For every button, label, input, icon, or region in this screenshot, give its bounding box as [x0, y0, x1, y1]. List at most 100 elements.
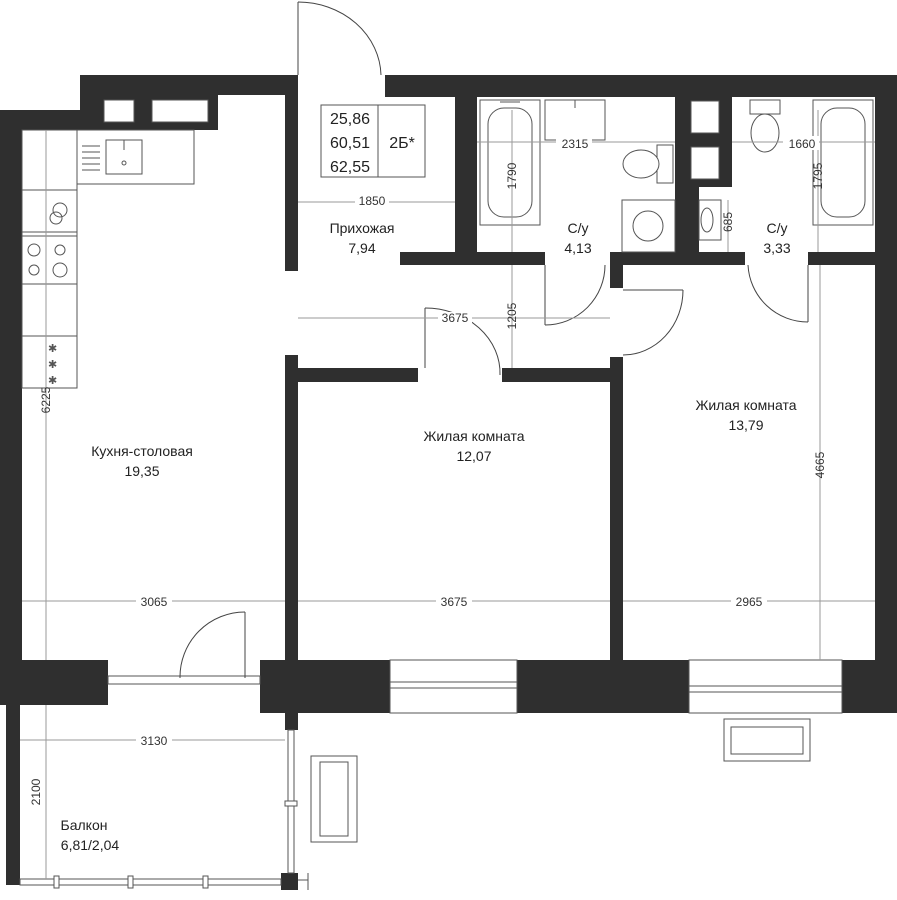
bathtub-2-inner	[820, 107, 866, 218]
summary-area-2: 60,51	[330, 135, 370, 152]
shaft-bath-b-inner	[690, 146, 720, 180]
dim-corridor-length: 3675	[442, 311, 469, 325]
vent-shaft-2-inner	[151, 99, 209, 123]
bathtub-1-icon	[479, 99, 541, 226]
wall-left	[0, 110, 22, 665]
room1-name: Жилая комната	[423, 428, 524, 444]
wall-room1-left	[285, 355, 298, 665]
svg-text:✱: ✱	[48, 342, 57, 355]
sink-bath2-bowl-icon	[700, 207, 714, 233]
dim-room2-length: 4665	[813, 451, 827, 478]
apartment-type: 2Б*	[389, 135, 415, 152]
wall-room2-left	[610, 357, 623, 660]
summary-area-1: 25,86	[330, 111, 370, 128]
burner-3-icon	[28, 264, 40, 276]
windows	[19, 659, 843, 890]
room1-area: 12,07	[456, 448, 491, 464]
wall-top-right	[385, 75, 897, 97]
wall-bath2-bottom-right	[808, 252, 897, 265]
balcony-glazing-post-1	[53, 875, 60, 889]
svg-text:✱: ✱	[48, 374, 57, 387]
room2-door-swing	[622, 289, 684, 356]
wall-kitchen-vent	[80, 75, 100, 130]
room2-area: 13,79	[728, 417, 763, 433]
dim-kitchen-width: 3065	[141, 595, 168, 609]
kitchen-fixtures: ✱ ✱ ✱	[21, 129, 195, 389]
balcony-area: 6,81/2,04	[61, 837, 120, 853]
bathtub-1-inner	[487, 107, 533, 218]
wall-bottom-pier-3	[842, 660, 897, 713]
kitchen-area: 19,35	[124, 463, 159, 479]
bath2-name: С/у	[767, 220, 788, 236]
wall-bath2-left	[687, 187, 699, 252]
dim-bath2-width: 1660	[789, 137, 816, 151]
dishwasher-circle-2-icon	[49, 211, 63, 225]
room-labels: Прихожая 7,94 С/у 4,13 С/у 3,33 Кухня-ст…	[61, 220, 797, 853]
toilet-tank-2-icon	[749, 99, 781, 115]
dishwasher-circle-icon	[52, 202, 68, 218]
bath1-name: С/у	[568, 220, 589, 236]
washing-machine-icon	[621, 199, 676, 253]
wall-balcony-post	[285, 713, 298, 730]
walls	[0, 75, 897, 890]
balcony-rack	[310, 755, 358, 843]
bath2-door-swing	[747, 264, 809, 323]
balcony-glazing-post-4	[284, 800, 298, 807]
sink-bath1-icon	[544, 99, 606, 141]
dim-corridor-width: 1205	[505, 302, 519, 329]
dim-bath1-width: 2315	[562, 137, 589, 151]
washing-machine-drum-icon	[632, 210, 664, 242]
radiators	[310, 718, 811, 843]
window-room1	[389, 659, 518, 714]
wall-bottom-pier-1	[260, 660, 390, 713]
bath2-area: 3,33	[763, 240, 790, 256]
wall-room1-top-right	[502, 368, 610, 382]
shaft-bath-a-inner	[690, 100, 720, 134]
wall-bath1-bottom-right	[610, 252, 745, 265]
dim-room1-width: 3675	[441, 595, 468, 609]
balcony-glazing-bottom	[19, 878, 282, 886]
fridge-snow-icon: ✱ ✱ ✱	[48, 342, 57, 387]
balcony-glazing-post-3	[202, 875, 209, 889]
sink-drain-icon	[121, 160, 127, 166]
sink-bath2-icon	[698, 199, 722, 241]
bathtub-2-icon	[812, 99, 874, 226]
fridge-icon	[21, 335, 78, 389]
wall-right	[875, 75, 897, 665]
room2-name: Жилая комната	[695, 397, 796, 413]
summary-frame	[320, 104, 426, 178]
wall-balcony-left	[6, 700, 20, 885]
wall-top-kitchen-step	[80, 75, 298, 95]
dim-bath1-tub: 1790	[505, 162, 519, 189]
wall-room1-top-left	[285, 368, 418, 382]
bathroom-fixtures	[479, 99, 874, 253]
dim-hall-width: 1850	[359, 194, 386, 208]
kitchen-name: Кухня-столовая	[91, 443, 193, 459]
balcony-door-swing	[179, 611, 246, 679]
burner-4-icon	[52, 262, 68, 278]
vent-shaft-1-inner	[103, 99, 135, 123]
summary-area-3: 62,55	[330, 159, 370, 176]
toilet-bowl-1-icon	[622, 149, 660, 179]
wall-balcony-corner	[281, 873, 298, 890]
dim-room2-width: 2965	[736, 595, 763, 609]
dim-bath2-tub: 1795	[811, 162, 825, 189]
burner-2-icon	[54, 244, 66, 256]
dishwasher-icon	[21, 189, 78, 233]
wall-room2-left-top	[610, 252, 623, 288]
wall-hall-left	[285, 75, 298, 271]
window-kitchen	[107, 675, 261, 685]
dim-bath2-sink: 685	[721, 212, 735, 232]
stove-icon	[21, 235, 78, 285]
svg-text:✱: ✱	[48, 358, 57, 371]
dimension-labels: 1850 2315 1790 1660 1795 685 3675 1205 6…	[29, 136, 827, 805]
entrance-door-swing	[297, 1, 382, 76]
bath1-door-swing	[544, 264, 606, 326]
wall-bath-partition	[675, 97, 687, 252]
wall-bath1-left	[455, 97, 477, 252]
hall-area: 7,94	[348, 240, 375, 256]
balcony-glazing-post-2	[127, 875, 134, 889]
burner-1-icon	[27, 243, 41, 257]
wall-bottom-kitchen	[0, 660, 108, 705]
